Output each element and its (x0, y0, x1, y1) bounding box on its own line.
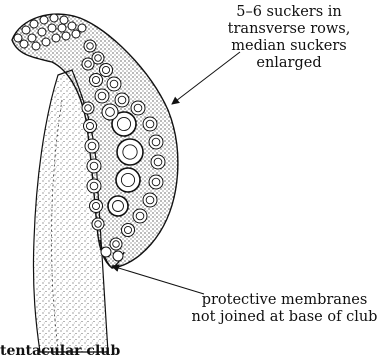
sucker-ring (90, 182, 98, 190)
sucker-ring (113, 201, 124, 212)
sucker-ring (152, 138, 160, 146)
sucker (32, 42, 40, 50)
sucker (38, 28, 46, 36)
sucker-ring (117, 117, 130, 130)
sucker-ring (136, 212, 144, 220)
sucker (113, 251, 123, 261)
sucker-ring (90, 162, 98, 170)
sucker (68, 22, 76, 30)
sucker (60, 16, 68, 24)
sucker-ring (134, 104, 142, 112)
sucker-ring (92, 76, 99, 83)
sucker (42, 38, 50, 46)
sucker-ring (92, 202, 99, 209)
sucker (62, 32, 70, 40)
sucker (28, 34, 36, 42)
sucker-ring (113, 241, 120, 248)
sucker-ring (152, 178, 160, 186)
sucker (50, 14, 58, 22)
sucker-ring (106, 108, 115, 117)
sucker (40, 16, 48, 24)
sucker (30, 20, 38, 28)
sucker-ring (146, 120, 154, 128)
sucker (52, 34, 60, 42)
membranes-leader-line (112, 266, 204, 294)
sucker-ring (102, 66, 109, 73)
sucker-ring (88, 142, 96, 150)
sucker (14, 34, 22, 42)
sucker (22, 26, 30, 34)
sucker (78, 24, 86, 32)
sucker (48, 24, 56, 32)
sucker-ring (95, 221, 102, 228)
sucker-ring (85, 105, 92, 112)
sucker (58, 24, 66, 32)
sucker-ring (124, 226, 131, 233)
sucker-ring (95, 55, 102, 62)
membranes-callout-label: protective membranes not joined at base … (190, 292, 379, 326)
sucker (101, 247, 111, 257)
sucker-ring (110, 80, 118, 88)
sucker-ring (98, 92, 106, 100)
suckers-callout-label: 5–6 suckers in transverse rows, median s… (205, 4, 373, 72)
sucker-ring (85, 61, 92, 68)
sucker-ring (121, 173, 134, 186)
sucker (72, 30, 80, 38)
figure-caption: tentacular club (0, 343, 120, 359)
sucker-ring (118, 96, 126, 104)
sucker-ring (123, 145, 137, 159)
sucker-ring (154, 158, 162, 166)
sucker-ring (146, 196, 154, 204)
sucker-ring (87, 43, 94, 50)
sucker-ring (86, 122, 93, 129)
sucker (20, 40, 28, 48)
